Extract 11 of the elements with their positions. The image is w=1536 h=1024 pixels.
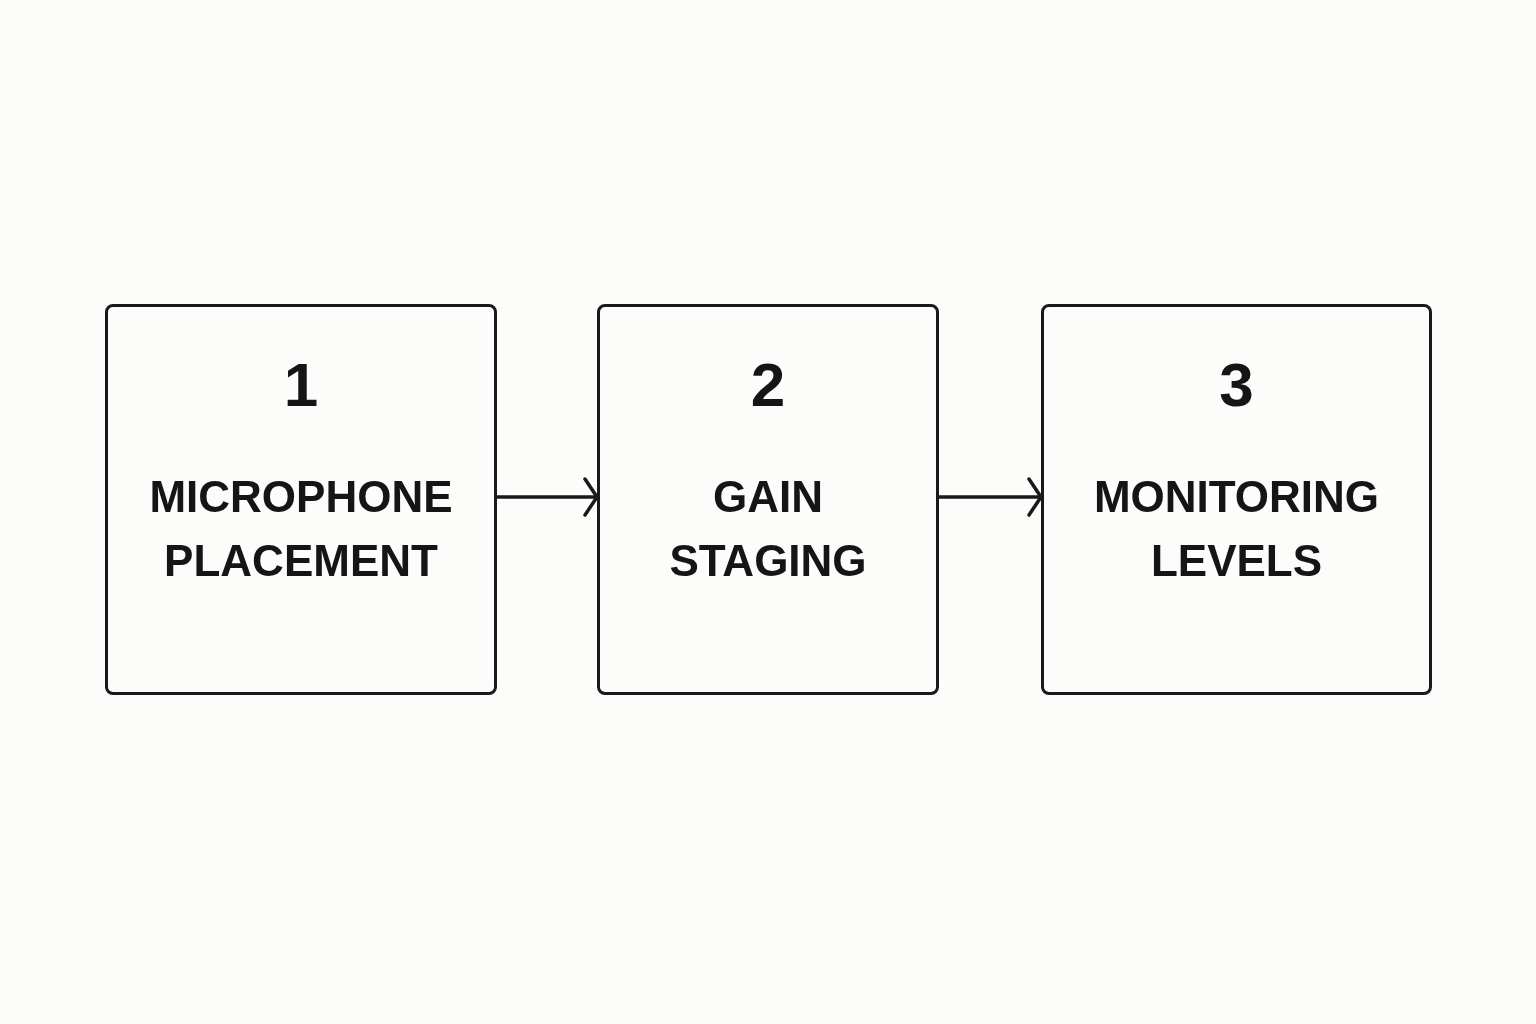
step-box: [597, 304, 939, 695]
step-box: [105, 304, 497, 695]
step-number: 3: [1218, 349, 1255, 421]
step-box: [1041, 304, 1432, 695]
step-label: MONITORING LEVELS: [1092, 471, 1381, 587]
step-label: GAIN STAGING: [668, 471, 868, 587]
step-label: MICROPHONE PLACEMENT: [148, 471, 454, 587]
arrow: [939, 477, 1043, 517]
step-number: 2: [749, 349, 787, 421]
arrow: [497, 477, 599, 517]
step-number: 1: [282, 349, 320, 421]
